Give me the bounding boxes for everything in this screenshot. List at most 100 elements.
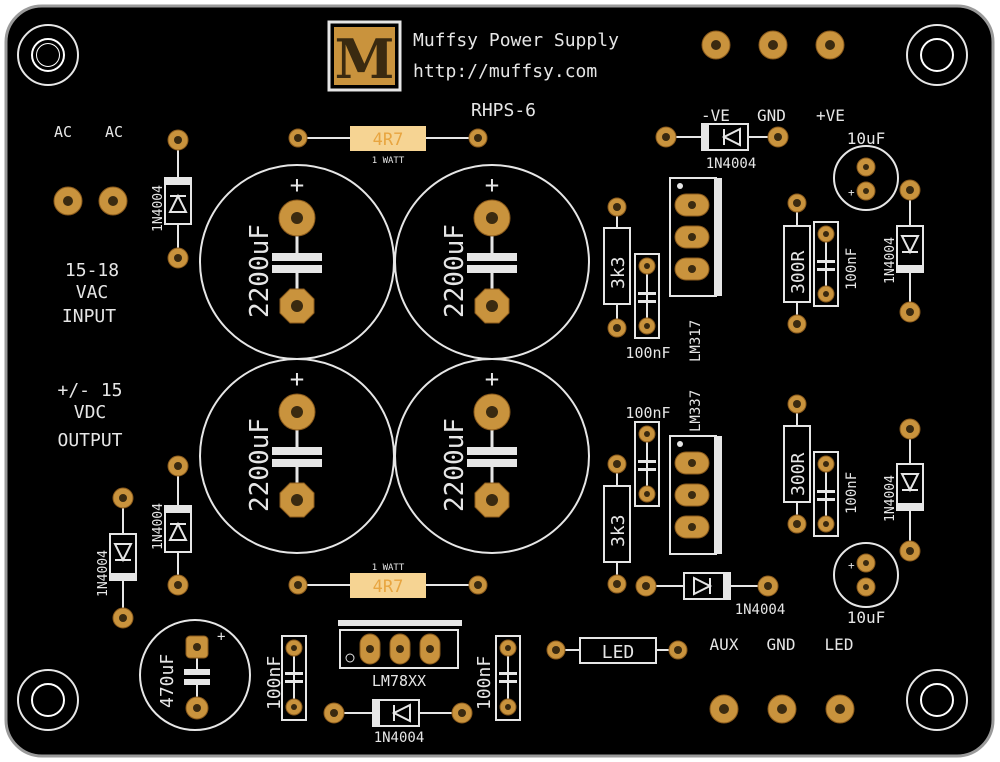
diode-right-top <box>896 179 924 323</box>
label-gnd-bottom: GND <box>767 635 796 654</box>
terminal-pad-led <box>825 694 855 724</box>
cap-label-100nf-lm337: 100nF <box>625 404 670 422</box>
svg-text:M: M <box>335 27 395 91</box>
board-model: RHPS-6 <box>471 100 536 121</box>
regulator-lm78xx <box>338 620 462 669</box>
cap-100nf-lm337 <box>634 421 660 507</box>
resistor-label-300r-top: 300R <box>788 250 809 294</box>
cap-label-1: 2200uF <box>245 224 275 318</box>
diode-label-right-bottom: 1N4004 <box>883 475 898 522</box>
diode-left <box>109 487 137 629</box>
mounting-hole-bottom-right <box>906 669 968 731</box>
cap-label-4: 2200uF <box>440 418 470 512</box>
cap-plus-3: + <box>290 365 304 393</box>
output-pad-gnd <box>758 30 788 60</box>
cap-100nf-lm317 <box>634 253 660 339</box>
label-gnd-top: GND <box>757 106 786 125</box>
resistor-3k3-bottom <box>603 454 631 594</box>
cap-100nf-bottom-left <box>281 635 307 721</box>
terminal-pad-gnd <box>767 694 797 724</box>
label-vdc-line3: OUTPUT <box>57 430 122 451</box>
cap-plus-470: + <box>217 629 225 645</box>
diode-label-top-right: 1N4004 <box>706 156 757 172</box>
cap-label-100nf-bottom-left: 100nF <box>264 656 285 710</box>
cap-10uf-bottom <box>833 542 899 608</box>
regulator-lm317 <box>669 177 722 297</box>
cap-100nf-right-top <box>813 221 839 307</box>
cap-100nf-right-bottom <box>813 451 839 537</box>
cap-label-3: 2200uF <box>245 418 275 512</box>
cap-label-10uf-bottom: 10uF <box>847 608 886 627</box>
label-vac-line2: VAC <box>76 282 109 303</box>
resistor-label-3k3-top: 3k3 <box>608 256 629 289</box>
cap-label-100nf-bottom-right: 100nF <box>474 656 495 710</box>
label-ac-right: AC <box>105 123 123 141</box>
cap-label-100nf-lm317: 100nF <box>625 344 670 362</box>
watt-label-bottom: 1 WATT <box>372 563 405 573</box>
label-vac-line3: INPUT <box>62 306 116 327</box>
mounting-hole-bottom-left <box>17 669 79 731</box>
diode-rectifier-top <box>164 129 192 269</box>
resistor-led <box>546 637 688 664</box>
diode-label-left: 1N4004 <box>96 550 111 597</box>
resistor-4r7-top <box>288 126 488 151</box>
resistor-value-4r7-bottom: 4R7 <box>373 577 404 597</box>
diode-label-right-top: 1N4004 <box>883 237 898 284</box>
resistor-3k3-top <box>603 197 631 338</box>
regulator-label-lm337: LM337 <box>688 390 704 432</box>
diode-label-rectifier-top: 1N4004 <box>151 185 166 232</box>
cap-plus-2: + <box>485 171 499 199</box>
cap-470uf <box>139 619 251 731</box>
label-ac-left: AC <box>54 123 72 141</box>
diode-label-bottom-right: 1N4004 <box>735 602 786 618</box>
resistor-label-3k3-bottom: 3k3 <box>608 514 629 547</box>
diode-right-bottom <box>896 418 924 562</box>
label-pos-ve: +VE <box>816 106 845 125</box>
label-vdc-line1: +/- 15 <box>57 380 122 401</box>
watt-label-top: 1 WATT <box>372 156 405 166</box>
cap-plus-10uf-top: + <box>848 186 855 199</box>
resistor-300r-bottom <box>783 394 811 534</box>
resistor-label-led: LED <box>602 642 635 663</box>
muffsy-logo: M <box>327 20 402 92</box>
cap-100nf-bottom-right <box>495 635 521 721</box>
terminal-pad-aux <box>709 694 739 724</box>
regulator-label-lm78xx: LM78XX <box>372 672 426 690</box>
output-pad-neg <box>701 30 731 60</box>
output-pad-pos <box>815 30 845 60</box>
cap-label-470uf: 470uF <box>157 654 178 708</box>
diode-rectifier-bottom <box>164 455 192 596</box>
diode-label-rectifier-bottom: 1N4004 <box>151 503 166 550</box>
cap-plus-4: + <box>485 365 499 393</box>
board-url: http://muffsy.com <box>413 61 597 82</box>
cap-label-100nf-right-top: 100nF <box>844 248 860 290</box>
diode-top-right <box>655 123 789 151</box>
label-aux: AUX <box>710 635 739 654</box>
mounting-hole-top-right <box>906 24 968 86</box>
mounting-hole-top-left <box>17 24 79 86</box>
diode-bottom-right <box>635 572 779 600</box>
diode-bottom-center <box>323 699 473 727</box>
board-title: Muffsy Power Supply <box>413 30 619 51</box>
cap-label-10uf-top: 10uF <box>847 129 886 148</box>
cap-plus-1: + <box>290 171 304 199</box>
cap-10uf-top <box>833 145 899 211</box>
resistor-label-300r-bottom: 300R <box>788 452 809 496</box>
board-substrate <box>4 4 995 758</box>
regulator-lm337 <box>669 435 722 555</box>
ac-pad-right <box>98 186 128 216</box>
label-vac-line1: 15-18 <box>65 260 119 281</box>
cap-2200uf-4 <box>394 358 590 554</box>
cap-2200uf-3 <box>199 358 395 554</box>
cap-plus-10uf-bottom: + <box>848 559 855 572</box>
label-vdc-line2: VDC <box>74 402 107 423</box>
cap-label-100nf-right-bottom: 100nF <box>844 472 860 514</box>
resistor-value-4r7-top: 4R7 <box>373 130 404 150</box>
resistor-4r7-bottom <box>288 573 488 598</box>
cap-label-2: 2200uF <box>440 224 470 318</box>
regulator-label-lm317: LM317 <box>688 320 704 362</box>
label-led-terminal: LED <box>825 635 854 654</box>
diode-label-bottom-center: 1N4004 <box>374 730 425 746</box>
resistor-300r-top <box>783 193 811 334</box>
